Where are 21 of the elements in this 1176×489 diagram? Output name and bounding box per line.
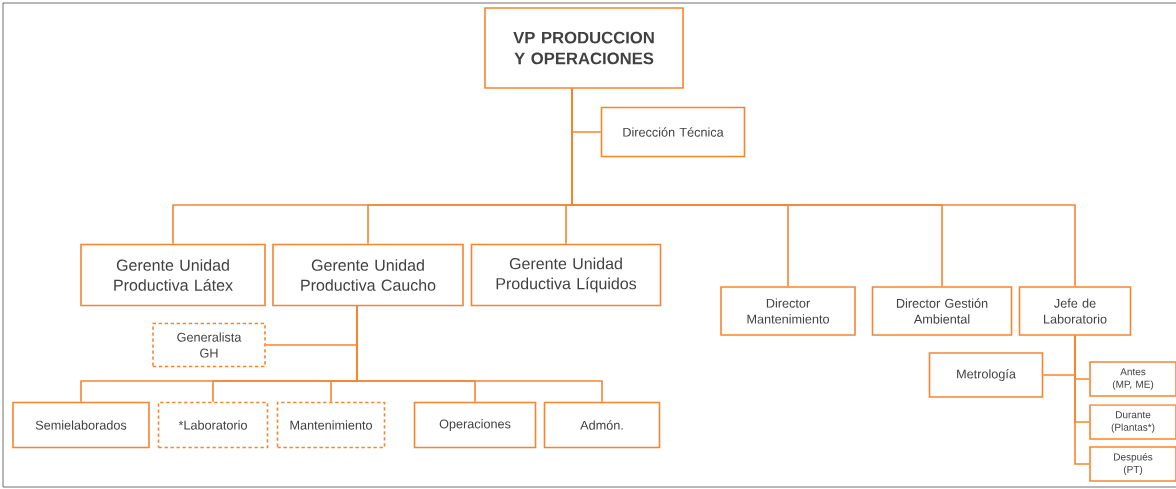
- position-box: *Laboratorio: [157, 401, 269, 449]
- position-box: Generalista GH: [152, 322, 266, 368]
- position-box: Gerente Unidad Productiva Caucho: [272, 243, 464, 307]
- position-box: Gerente Unidad Productiva Líquidos: [470, 243, 662, 307]
- position-box: Jefe de Laboratorio: [1018, 286, 1132, 336]
- position-box: Metrología: [928, 352, 1044, 398]
- connector-line: [356, 305, 603, 403]
- position-box: Dirección Técnica: [600, 106, 746, 158]
- position-box: Durante (Plantas*): [1089, 404, 1176, 440]
- position-box: Admón.: [543, 401, 661, 449]
- position-box: Gerente Unidad Productiva Látex: [80, 243, 266, 307]
- position-box: Operaciones: [413, 401, 537, 449]
- connector-line: [1074, 335, 1090, 465]
- position-box: Mantenimiento: [276, 401, 386, 449]
- connector-line: [571, 88, 1076, 287]
- position-box: Director Mantenimiento: [720, 286, 856, 336]
- position-box: Director Gestión Ambiental: [871, 286, 1013, 336]
- position-box: Semielaborados: [12, 401, 150, 449]
- position-box: Antes (MP, ME): [1089, 361, 1176, 397]
- position-box: Después (PT): [1089, 446, 1176, 482]
- title-box: VP PRODUCCION Y OPERACIONES: [484, 7, 684, 89]
